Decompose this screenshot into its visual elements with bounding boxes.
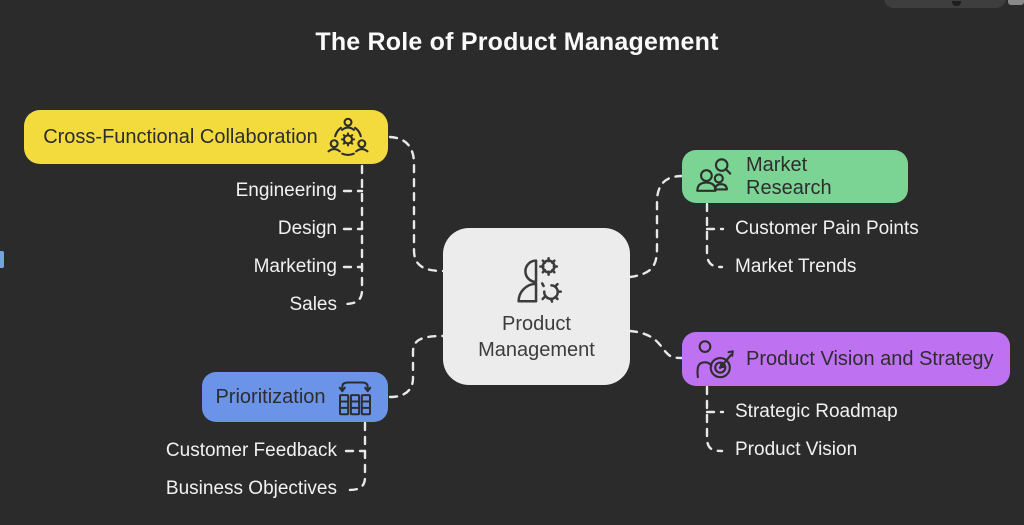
person-gears-icon <box>508 251 566 309</box>
node-market-research[interactable]: Market Research <box>682 150 908 203</box>
page-title: The Role of Product Management <box>315 28 719 56</box>
connector-center-vision <box>628 329 684 360</box>
branch-label: Cross-Functional Collaboration <box>43 125 318 148</box>
child-customer-pain-points[interactable]: Customer Pain Points <box>735 218 919 239</box>
node-cross-functional-collaboration[interactable]: Cross-Functional Collaboration <box>24 110 388 164</box>
people-magnifier-icon <box>694 156 736 198</box>
person-target-dart-icon <box>694 338 736 380</box>
team-around-gear-icon <box>327 116 369 158</box>
branch-label: Market Research <box>746 153 832 199</box>
toolbar-notch <box>952 1 961 6</box>
connector-center-market <box>628 174 684 279</box>
child-marketing[interactable]: Marketing <box>253 256 337 277</box>
child-sales[interactable]: Sales <box>289 294 337 315</box>
child-design[interactable]: Design <box>277 218 337 239</box>
left-edge-scroll-indicator[interactable] <box>0 251 4 268</box>
columns-cycle-icon <box>335 377 375 417</box>
branch-label: Product Vision and Strategy <box>746 347 994 370</box>
child-engineering[interactable]: Engineering <box>235 180 337 201</box>
child-market-trends[interactable]: Market Trends <box>735 256 857 277</box>
node-product-management[interactable]: Product Management <box>443 228 630 385</box>
connector-market-trunk <box>705 202 724 269</box>
toolbar-button[interactable] <box>1008 0 1024 5</box>
connector-collaboration-center <box>388 135 445 273</box>
center-node-label: Product Management <box>478 312 595 361</box>
branch-label: Prioritization <box>215 385 326 408</box>
connector-vision-trunk <box>705 385 724 453</box>
child-business-objectives[interactable]: Business Objectives <box>165 478 337 499</box>
child-strategic-roadmap[interactable]: Strategic Roadmap <box>735 401 898 422</box>
node-product-vision-strategy[interactable]: Product Vision and Strategy <box>682 332 1010 386</box>
child-product-vision[interactable]: Product Vision <box>735 439 858 460</box>
node-prioritization[interactable]: Prioritization <box>202 372 388 422</box>
connector-priority-trunk <box>346 421 367 492</box>
connector-priority-center <box>388 334 445 399</box>
partial-toolbar[interactable] <box>884 0 1006 8</box>
connector-collaboration-trunk <box>342 164 364 306</box>
child-customer-feedback[interactable]: Customer Feedback <box>165 440 337 461</box>
